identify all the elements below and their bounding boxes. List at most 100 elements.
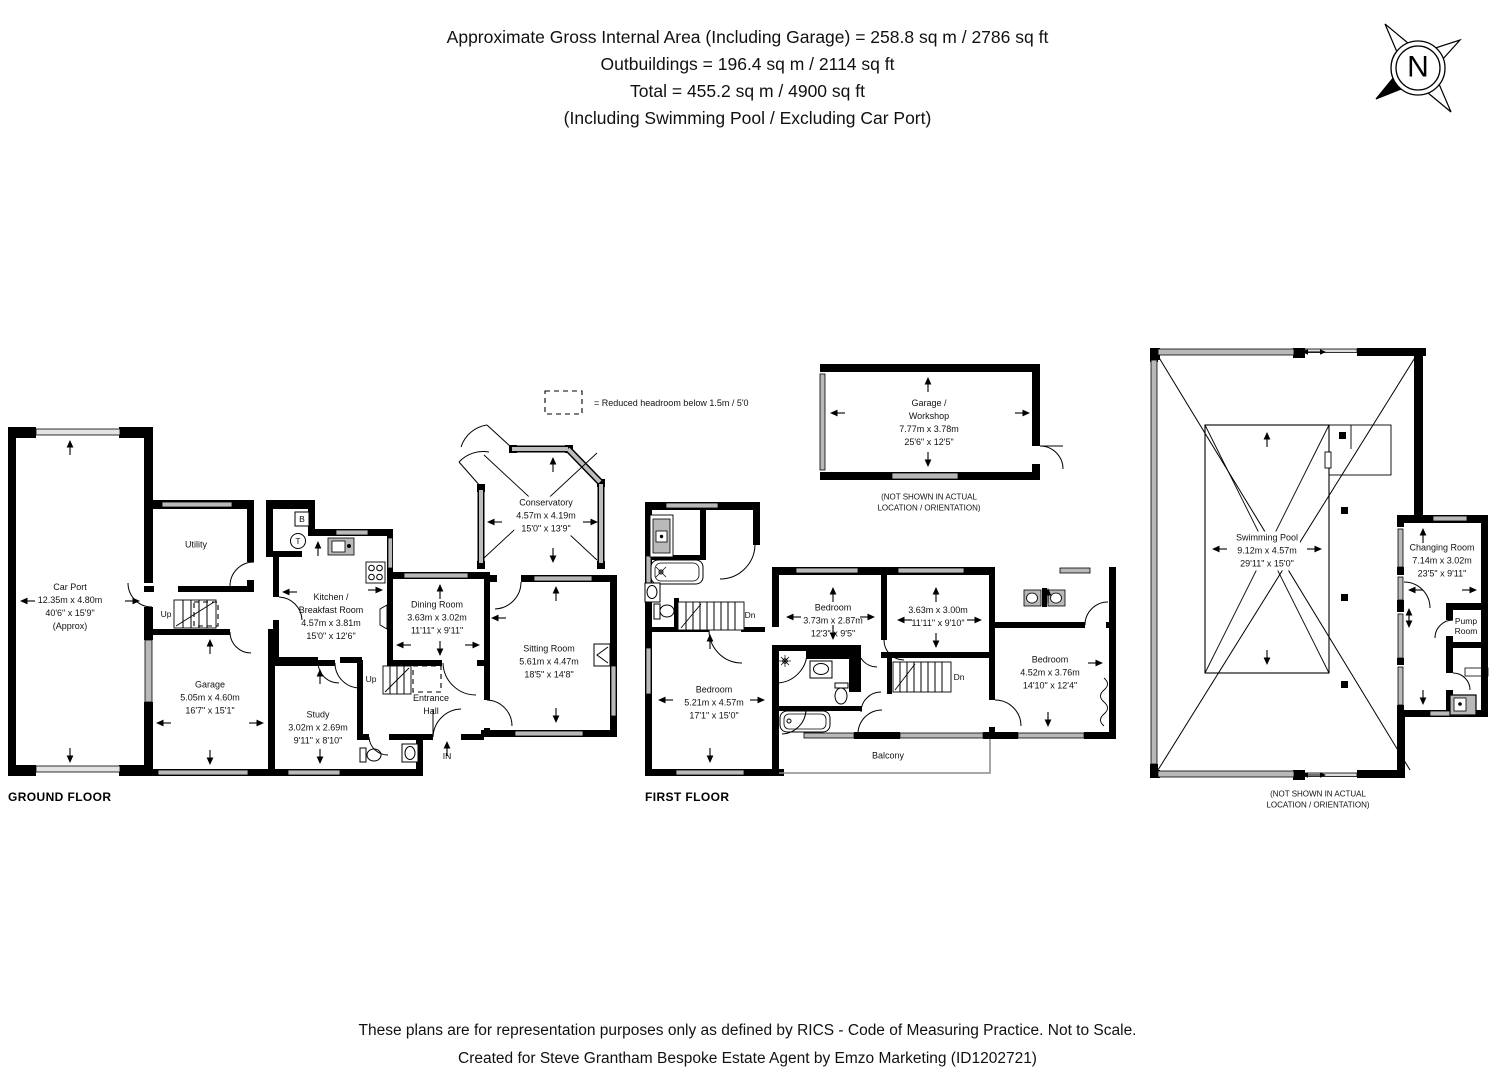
header-area-summary: Approximate Gross Internal Area (Includi…	[0, 24, 1495, 132]
room-name: Workshop	[908, 411, 950, 421]
room-dim-metric: 5.61m x 4.47m	[519, 656, 579, 667]
toilet-icon	[359, 747, 382, 763]
not-shown-note: (NOT SHOWN IN ACTUAL LOCATION / ORIENTAT…	[1266, 789, 1370, 810]
toilet-icon	[653, 603, 675, 620]
bath-icon	[779, 710, 831, 733]
balcony-label: Balcony	[871, 750, 905, 761]
north-arrow	[1375, 23, 1462, 113]
room-name: Entrance	[412, 693, 450, 703]
room-name: Pump	[1454, 616, 1478, 626]
room-dim-metric: 4.52m x 3.76m	[1020, 667, 1080, 678]
room-name: Dining Room	[410, 599, 464, 610]
ground-floor-windows	[35, 428, 617, 776]
stairs-down-marker: Dn	[953, 672, 965, 682]
room-dim-metric: 4.57m x 4.19m	[514, 509, 578, 523]
room-dim-metric: 9.12m x 4.57m	[1233, 544, 1301, 558]
room-dim-imperial: 12'3" x 9'5"	[810, 628, 856, 639]
room-label: 3.63m x 3.00m 11'11" x 9'10"	[908, 604, 968, 630]
room-dim-metric: 7.77m x 3.78m	[899, 424, 959, 434]
basin-icon	[644, 582, 661, 603]
room-approx: (Approx)	[52, 621, 88, 631]
balcony-outline	[779, 739, 991, 774]
swimming-pool-label: Swimming Pool 9.12m x 4.57m 29'11" x 15'…	[1233, 531, 1301, 571]
room-name: Study	[306, 709, 330, 720]
garage-label: Garage 5.05m x 4.60m 16'7" x 15'1"	[180, 679, 240, 718]
reduced-headroom-dashes	[193, 390, 583, 693]
entrance-hall-label: Entrance Hall	[413, 692, 449, 718]
room-dim-metric: 4.57m x 3.81m	[301, 618, 361, 628]
changing-room-label: Changing Room 7.14m x 3.02m 23'5" x 9'11…	[1409, 542, 1474, 581]
vanity-unit-icon	[649, 514, 674, 558]
room-dim-metric: 5.21m x 4.57m	[684, 697, 744, 708]
room-dim-imperial: 14'10" x 12'4"	[1022, 680, 1078, 691]
room-dim-metric: 7.14m x 3.02m	[1412, 555, 1472, 566]
room-dim-imperial: 23'5" x 9'11"	[1417, 568, 1467, 579]
boiler-symbol	[294, 511, 310, 527]
ensuite-basin-icon	[1023, 589, 1066, 607]
north-letter: N	[1407, 50, 1429, 84]
header-line-outbuildings: Outbuildings = 196.4 sq m / 2114 sq ft	[600, 54, 895, 74]
tank-marker: T	[295, 536, 301, 546]
room-name: Garage	[194, 679, 226, 690]
room-dim-imperial: 25'6" x 12'5"	[904, 437, 954, 447]
ground-floor-title: GROUND FLOOR	[8, 790, 112, 804]
first-floor-plan	[644, 502, 1116, 776]
room-name: Hall	[423, 706, 439, 716]
room-name: Kitchen /	[313, 592, 349, 602]
header-line-note: (Including Swimming Pool / Excluding Car…	[563, 108, 932, 128]
garage-workshop-label: Garage / Workshop 7.77m x 3.78m 25'6" x …	[899, 397, 959, 449]
shower-icon	[775, 651, 808, 684]
room-dim-imperial: 17'1" x 15'0"	[689, 710, 739, 721]
pool-windows	[1150, 348, 1469, 778]
ground-floor-plan	[8, 424, 617, 776]
room-dim-imperial: 15'0" x 13'9"	[514, 522, 578, 536]
legend-reduced-headroom: = Reduced headroom below 1.5m / 5'0	[594, 398, 749, 408]
stairs-up-marker: Up	[160, 609, 172, 619]
header-line-total: Total = 455.2 sq m / 4900 sq ft	[630, 81, 865, 101]
room-dim-metric: 3.02m x 2.69m	[288, 722, 348, 733]
utility-label: Utility	[185, 539, 207, 552]
room-name: Bedroom	[814, 602, 852, 613]
conservatory-label: Conservatory 4.57m x 4.19m 15'0" x 13'9"	[514, 496, 578, 536]
basin-icon	[809, 660, 833, 679]
room-dim-imperial: 11'11" x 9'11"	[410, 625, 464, 636]
room-dim-imperial: 40'6" x 15'9"	[45, 608, 95, 618]
first-floor-windows	[645, 502, 1091, 776]
room-name: Conservatory	[514, 496, 578, 510]
sitting-room-label: Sitting Room 5.61m x 4.47m 18'5" x 14'8"	[519, 643, 579, 682]
pool-outline	[1204, 424, 1330, 674]
ground-floor-detail	[127, 424, 611, 763]
garage-workshop-plan	[819, 364, 1064, 480]
room-name: Car Port	[53, 582, 87, 592]
bedroom-label: Bedroom 3.73m x 2.87m 12'3" x 9'5"	[803, 602, 863, 641]
stairs-up-marker: Up	[365, 674, 377, 684]
car-port-label: Car Port 12.35m x 4.80m 40'6" x 15'9" (A…	[38, 581, 103, 633]
room-dim-metric: 3.63m x 3.00m	[908, 605, 968, 615]
room-dim-imperial: 9'11" x 8'10"	[293, 735, 343, 746]
not-shown-note: (NOT SHOWN IN ACTUAL LOCATION / ORIENTAT…	[877, 492, 981, 513]
room-dim-metric: 5.05m x 4.60m	[180, 692, 240, 703]
room-name: Garage /	[911, 398, 947, 408]
pool-building-plan	[1150, 348, 1489, 780]
stairs-down-marker: Dn	[744, 610, 756, 620]
kitchen-label: Kitchen / Breakfast Room 4.57m x 3.81m 1…	[299, 591, 364, 643]
toilet-icon	[834, 682, 849, 705]
room-name: Bedroom	[1031, 654, 1069, 665]
entrance-in-marker: IN	[442, 751, 452, 761]
first-floor-title: FIRST FLOOR	[645, 790, 730, 804]
footer-disclaimer: These plans are for representation purpo…	[358, 1022, 1137, 1039]
basin-icon	[401, 743, 419, 763]
room-name: Room	[1454, 626, 1478, 636]
room-dim-metric: 3.73m x 2.87m	[803, 615, 863, 626]
first-floor-detail	[644, 514, 1109, 774]
room-dim-imperial: 18'5" x 14'8"	[524, 669, 574, 680]
wardrobe-rail	[1100, 677, 1108, 727]
room-dim-imperial: 29'11" x 15'0"	[1233, 557, 1301, 571]
room-name: Breakfast Room	[298, 605, 364, 615]
bath-icon	[650, 559, 704, 585]
shower-tray-icon	[1449, 694, 1477, 716]
boiler-marker: B	[299, 514, 305, 524]
room-dim-metric: 12.35m x 4.80m	[37, 595, 103, 605]
room-name: Swimming Pool	[1233, 531, 1301, 545]
